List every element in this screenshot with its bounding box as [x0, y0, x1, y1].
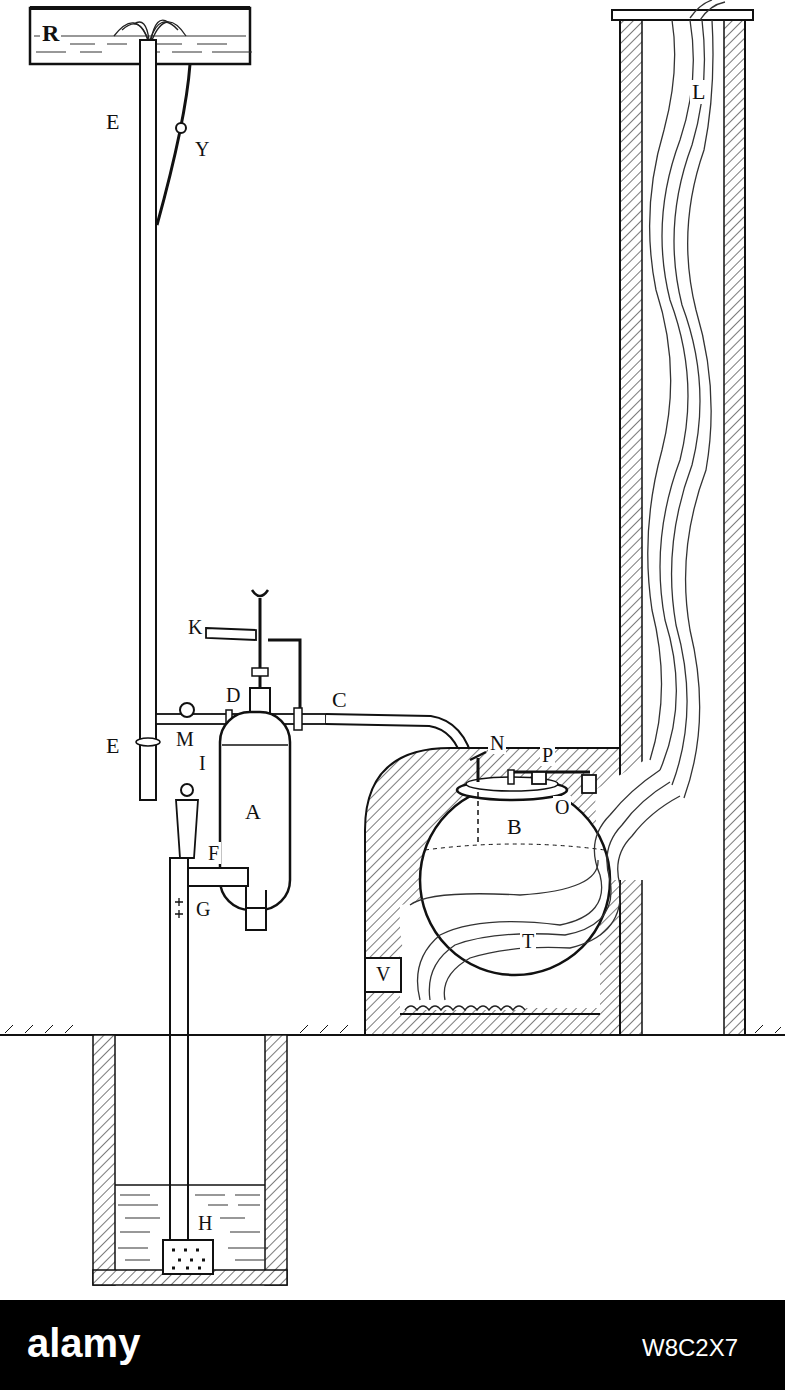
part-letter: N	[488, 732, 506, 754]
image-id: W8C2X7	[640, 1335, 740, 1361]
strainer-box	[163, 1240, 213, 1274]
label-holder: I	[197, 752, 208, 774]
fountain-jet	[114, 20, 186, 40]
label-holder: M	[174, 728, 196, 750]
part-letter: F	[206, 842, 221, 864]
furnace-brickwork	[365, 748, 620, 1035]
well-shaft	[93, 1035, 287, 1285]
part-letter: H	[196, 1212, 214, 1234]
cock-valve	[176, 123, 186, 133]
part-letter: B	[505, 815, 524, 839]
fire-door	[365, 958, 401, 992]
label-holder: C	[330, 688, 349, 712]
part-letter: T	[520, 930, 536, 952]
injection-cock	[206, 590, 300, 708]
part-letter: I	[197, 752, 208, 774]
label-holder: A	[243, 800, 263, 824]
label-holder: W8C2X7	[640, 1335, 740, 1361]
label-holder: V	[374, 963, 392, 985]
part-letter: G	[194, 898, 212, 920]
flame-flue	[410, 0, 725, 1000]
part-letter: Y	[193, 138, 211, 160]
label-holder: R	[40, 20, 61, 46]
fire-coals	[405, 1006, 525, 1010]
part-letter: K	[186, 616, 204, 638]
label-holder: Y	[193, 138, 211, 160]
suction-works	[170, 784, 266, 1240]
watermark: alamy	[25, 1322, 142, 1364]
label-holder: B	[505, 815, 524, 839]
label-holder: T	[520, 930, 536, 952]
part-letter: R	[40, 20, 61, 46]
part-letter: M	[174, 728, 196, 750]
part-letter: E	[104, 110, 121, 134]
chimney	[612, 10, 753, 1035]
label-holder: H	[196, 1212, 214, 1234]
branch-pipe	[157, 64, 190, 225]
label-holder: P	[540, 744, 555, 766]
part-letter: C	[330, 688, 349, 712]
part-letter: P	[540, 744, 555, 766]
pipe-clamp	[136, 738, 160, 746]
label-holder: N	[488, 732, 506, 754]
part-letter: V	[374, 963, 392, 985]
part-letter: A	[243, 800, 263, 824]
label-holder: O	[553, 796, 571, 818]
label-holder: K	[186, 616, 204, 638]
rising-pipe	[140, 40, 156, 800]
part-letter: E	[104, 734, 121, 758]
label-holder: G	[194, 898, 212, 920]
ground-line	[0, 1025, 785, 1035]
part-letter: L	[690, 80, 707, 104]
label-holder: E	[104, 110, 121, 134]
pipe-joint	[294, 708, 302, 730]
label-holder: E	[104, 734, 121, 758]
label-holder: D	[224, 684, 242, 706]
label-holder: alamy	[25, 1322, 142, 1364]
label-holder: L	[690, 80, 707, 104]
part-letter: O	[553, 796, 571, 818]
receiver-vessel	[220, 688, 290, 930]
part-letter: D	[224, 684, 242, 706]
boiler-valves	[470, 752, 596, 793]
watermark-bar	[0, 1300, 785, 1390]
valve-m	[180, 703, 194, 717]
label-holder: F	[206, 842, 221, 864]
